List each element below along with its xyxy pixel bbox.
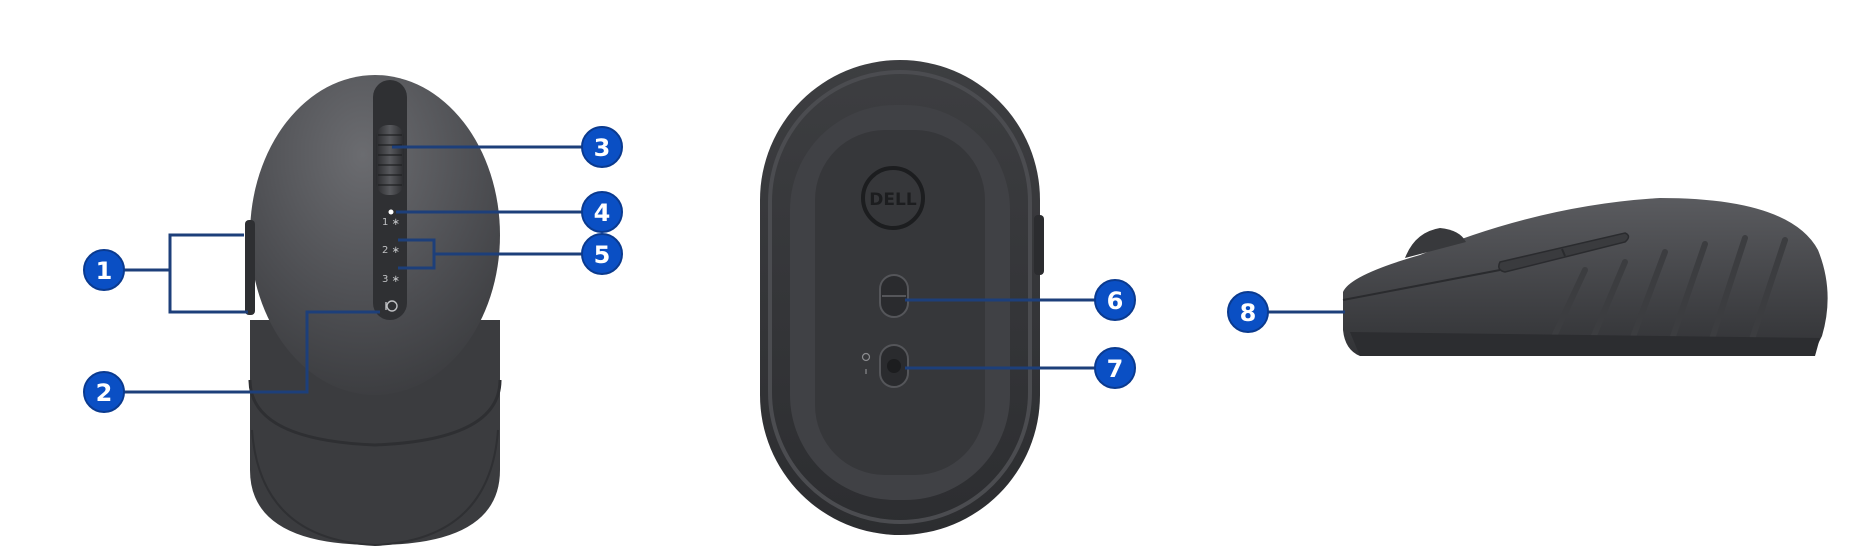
mouse-side-base	[1350, 332, 1820, 356]
mouse-bottom-rim	[768, 70, 1032, 524]
leader-2	[124, 310, 380, 394]
mouse-top-rear-grip	[251, 429, 499, 547]
leader-1	[124, 233, 244, 272]
callout-badge-2: 2	[83, 371, 125, 413]
mouse-side-view	[1342, 198, 1828, 356]
side-buttons-divider	[1561, 248, 1566, 257]
callout-badge-3: 3	[581, 126, 623, 168]
mouse-side-front-seam	[1342, 269, 1501, 301]
callout-badge-1: 1	[83, 249, 125, 291]
mouse-bottom-view: DELL	[760, 60, 1044, 535]
scroll-wheel	[376, 125, 404, 195]
scroll-wheel-side	[1405, 228, 1466, 258]
channel-led-icon	[388, 209, 394, 215]
mouse-top-view: 1 ∗ 2 ∗ 3 ∗	[245, 75, 502, 547]
mouse-top-front-edge	[248, 379, 502, 447]
callout-badge-8: 8	[1227, 291, 1269, 333]
connection-button-icon	[385, 300, 398, 312]
mouse-top-lower-body	[250, 320, 500, 545]
callout-label-3: 3	[594, 134, 611, 162]
callout-label-8: 8	[1240, 299, 1257, 327]
side-button-edge	[1034, 215, 1044, 275]
channel-3-icon: 3 ∗	[382, 274, 400, 285]
power-switch-knob	[887, 359, 901, 373]
power-icon	[861, 352, 871, 374]
dell-logo	[861, 166, 925, 230]
callout-label-1: 1	[96, 257, 113, 285]
scroll-wheel-ridges	[378, 134, 402, 186]
callout-label-6: 6	[1107, 287, 1124, 315]
channel-1-icon: 1 ∗	[382, 217, 400, 228]
callout-label-4: 4	[594, 199, 611, 227]
leader-1b	[168, 270, 248, 314]
callout-label-7: 7	[1107, 355, 1124, 383]
callout-badge-5: 5	[581, 233, 623, 275]
callout-label-5: 5	[594, 241, 611, 269]
callout-badge-4: 4	[581, 191, 623, 233]
dell-logo-text: DELL	[869, 190, 917, 210]
side-grip-texture	[1547, 235, 1788, 348]
side-button-strip	[245, 220, 255, 315]
callout-leaders	[124, 145, 1345, 394]
callout-badge-6: 6	[1094, 279, 1136, 321]
mouse-side-shell	[1343, 198, 1828, 356]
callout-label-2: 2	[96, 379, 113, 407]
callout-badge-7: 7	[1094, 347, 1136, 389]
channel-2-icon: 2 ∗	[382, 245, 400, 256]
